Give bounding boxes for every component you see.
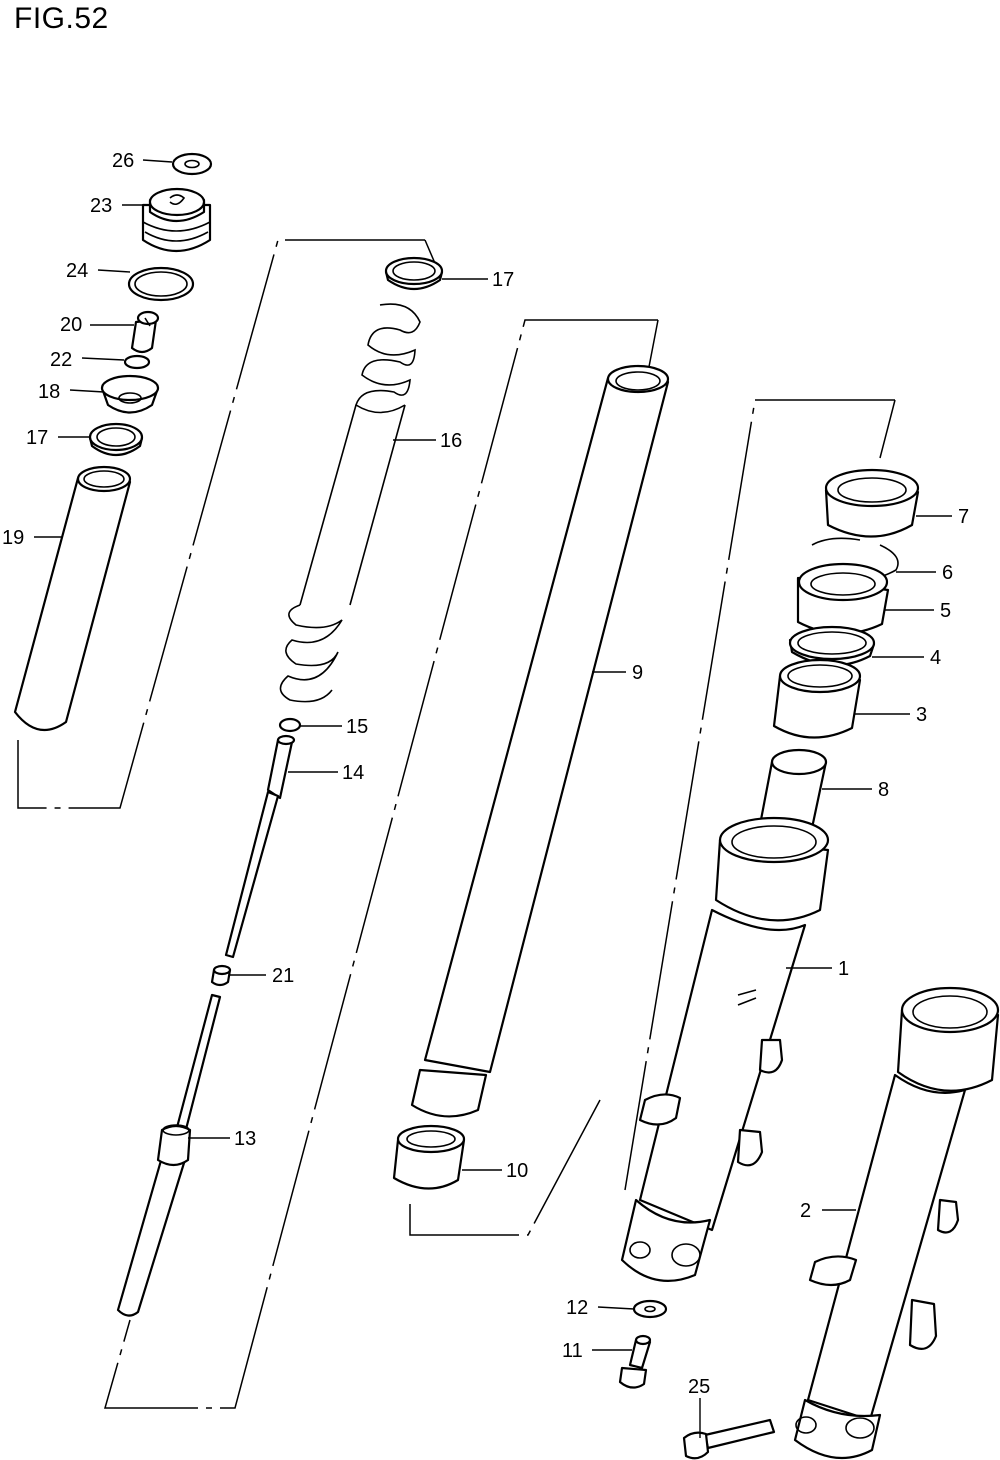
- part-12-washer: [632, 1299, 668, 1319]
- part-13-damper-cylinder: [116, 993, 222, 1317]
- callout-7: 7: [958, 506, 969, 528]
- part-2-outer-tube: [793, 986, 1000, 1460]
- callout-15: 15: [346, 716, 368, 738]
- callout-16: 16: [440, 430, 462, 452]
- callout-23: 23: [90, 195, 112, 217]
- part-5-oil-seal: [796, 562, 890, 635]
- callout-18: 19: [2, 527, 24, 549]
- callout-25: 25: [688, 1376, 710, 1398]
- frame-damper-group: [104, 319, 658, 1409]
- part-10-slide-bushing: [392, 1124, 466, 1190]
- callout-21: 20: [60, 314, 82, 336]
- part-14-rod-end: [224, 734, 296, 959]
- callout-numbers: 26 23 24 20 22 18 17 19 17 16 15 14 21 1…: [2, 150, 969, 1398]
- part-18-spacer-pipe: [13, 465, 132, 732]
- part-7-dust-seal: [824, 468, 920, 538]
- callout-17-top: 17: [492, 269, 514, 291]
- part-3-guide-bushing: [772, 658, 862, 739]
- callout-4: 4: [930, 647, 941, 669]
- frame-outer-group: [624, 399, 896, 1191]
- frame-spring-group: [17, 239, 425, 809]
- callout-1: 1: [838, 958, 849, 980]
- callout-10: 10: [506, 1160, 528, 1182]
- callout-22: 22: [50, 349, 72, 371]
- part-22-small-o-ring: [123, 354, 151, 370]
- callout-20: 21: [272, 965, 294, 987]
- callout-14: 14: [342, 762, 364, 784]
- callout-11: 11: [562, 1340, 583, 1362]
- callout-3: 3: [916, 704, 927, 726]
- callout-6: 6: [942, 562, 953, 584]
- callout-8: 8: [878, 779, 889, 801]
- callout-12: 12: [566, 1297, 588, 1319]
- part-19-spring-seat: [100, 374, 160, 414]
- part-20-nut: [210, 964, 232, 987]
- frame-tube-group: [409, 319, 659, 1236]
- part-16-fork-spring: [279, 303, 421, 703]
- part-26-washer: [171, 152, 213, 176]
- callout-26: 26: [112, 150, 134, 172]
- part-1-outer-tube: [620, 816, 830, 1282]
- part-24-o-ring: [127, 266, 195, 302]
- part-11-damper-bolt: [618, 1334, 652, 1389]
- callout-24: 24: [66, 260, 88, 282]
- part-9-inner-tube: [410, 364, 670, 1118]
- callout-19: 18: [38, 381, 60, 403]
- callout-13: 13: [234, 1128, 256, 1150]
- figure-title: FIG.52: [14, 2, 109, 35]
- part-8-oil-lock-piece: [758, 748, 828, 836]
- part-4-seal-spacer: [788, 625, 876, 667]
- callout-2: 2: [800, 1200, 811, 1222]
- leader-lines: [34, 159, 952, 1438]
- part-25-clamp-bolt: [682, 1418, 776, 1460]
- callout-9: 9: [632, 662, 643, 684]
- part-17-washer-left: [88, 422, 144, 457]
- callout-17-left: 17: [26, 427, 48, 449]
- part-17-washer-top: [384, 256, 444, 291]
- callout-5: 5: [940, 600, 951, 622]
- part-23-cap-bolt: [141, 187, 212, 252]
- part-15-o-ring: [278, 717, 302, 733]
- part-21-adjuster: [130, 310, 160, 354]
